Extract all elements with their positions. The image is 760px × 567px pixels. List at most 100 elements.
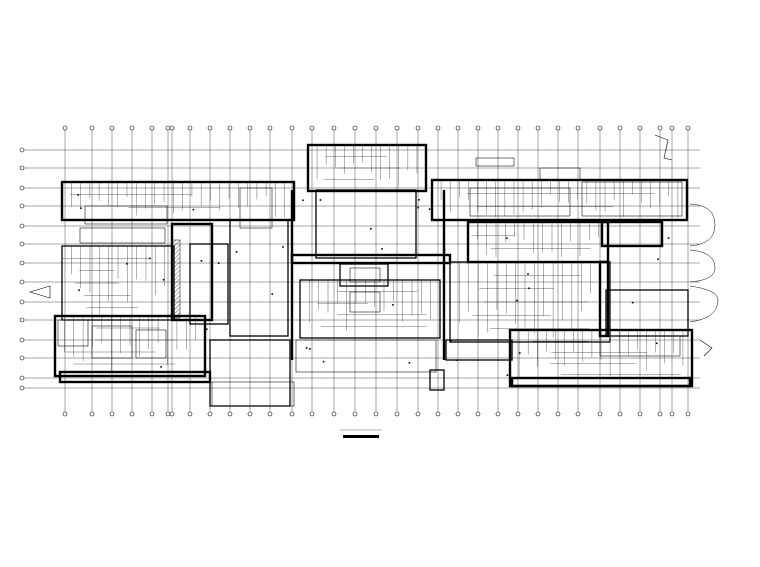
axis-bubble-top-32 bbox=[669, 125, 675, 131]
axis-bubble-bottom-20 bbox=[435, 411, 441, 417]
fixture-20 bbox=[455, 359, 458, 361]
axis-bubble-top-8 bbox=[187, 125, 193, 131]
axis-bubble-top-12 bbox=[267, 125, 273, 131]
fixture-12 bbox=[126, 262, 128, 265]
axis-bubble-top-20 bbox=[435, 125, 441, 131]
axis-bubble-bottom-10 bbox=[227, 411, 233, 417]
axis-bubble-left-5 bbox=[19, 223, 25, 229]
fixture-15 bbox=[518, 352, 521, 354]
fixture-33 bbox=[443, 248, 446, 251]
axis-bubble-top-1 bbox=[62, 125, 68, 131]
fixture-26 bbox=[667, 237, 670, 239]
axis-bubble-left-12 bbox=[19, 355, 25, 361]
axis-bubble-top-28 bbox=[597, 125, 603, 131]
axis-bubble-bottom-30 bbox=[637, 411, 643, 417]
fixture-18 bbox=[206, 328, 208, 331]
axis-bubble-top-16 bbox=[352, 125, 358, 131]
fixture-21 bbox=[657, 258, 659, 261]
fixture-29 bbox=[450, 340, 452, 342]
axis-bubble-top-14 bbox=[309, 125, 315, 131]
fixture-8 bbox=[381, 248, 383, 250]
axis-bubble-bottom-16 bbox=[352, 411, 358, 417]
fixture-10 bbox=[527, 273, 529, 275]
axis-bubble-bottom-11 bbox=[247, 411, 253, 417]
axis-bubble-top-9 bbox=[207, 125, 213, 131]
axis-bubble-top-29 bbox=[617, 125, 623, 131]
axis-bubble-bottom-24 bbox=[515, 411, 521, 417]
axis-bubble-left-1 bbox=[19, 147, 25, 153]
axis-bubble-top-11 bbox=[247, 125, 253, 131]
axis-bubble-bottom-9 bbox=[207, 411, 213, 417]
axis-bubble-top-26 bbox=[555, 125, 561, 131]
axis-bubble-top-5 bbox=[149, 125, 155, 131]
axis-bubble-bottom-21 bbox=[455, 411, 461, 417]
fixture-17 bbox=[235, 251, 238, 253]
axis-bubble-bottom-13 bbox=[289, 411, 295, 417]
axis-bubble-left-2 bbox=[19, 165, 25, 171]
axis-bubble-top-31 bbox=[657, 125, 663, 131]
fixture-28 bbox=[160, 366, 162, 368]
axis-bubble-left-10 bbox=[19, 317, 25, 323]
right-bracket-lines bbox=[689, 203, 719, 323]
axis-bubble-top-23 bbox=[495, 125, 501, 131]
fixture-34 bbox=[271, 293, 274, 295]
fixture-23 bbox=[319, 199, 322, 201]
north-arrow-left bbox=[28, 285, 51, 299]
axis-bubble-bottom-17 bbox=[373, 411, 379, 417]
fixture-14 bbox=[80, 207, 82, 210]
fixture-30 bbox=[505, 237, 508, 239]
axis-bubble-left-9 bbox=[19, 299, 25, 305]
fixture-11 bbox=[408, 362, 411, 364]
fixture-31 bbox=[428, 208, 431, 210]
fixture-13 bbox=[200, 260, 203, 262]
axis-bubble-bottom-33 bbox=[685, 411, 691, 417]
fixture-16 bbox=[78, 289, 80, 291]
fixture-32 bbox=[506, 374, 509, 376]
axis-bubble-bottom-31 bbox=[657, 411, 663, 417]
axis-bubble-left-3 bbox=[19, 185, 25, 191]
fixture-9 bbox=[77, 194, 79, 196]
axis-bubble-bottom-14 bbox=[309, 411, 315, 417]
axis-bubble-left-14 bbox=[19, 385, 25, 391]
axis-bubble-bottom-19 bbox=[415, 411, 421, 417]
vertical-axis-lines bbox=[64, 130, 689, 412]
room-partitions bbox=[62, 145, 684, 378]
fixture-2 bbox=[309, 348, 311, 350]
axis-bubble-left-4 bbox=[19, 203, 25, 209]
axis-bubble-bottom-25 bbox=[535, 411, 541, 417]
fixture-36 bbox=[305, 347, 308, 349]
fixture-37 bbox=[528, 287, 530, 290]
fixture-22 bbox=[655, 342, 658, 345]
axis-bubble-top-3 bbox=[109, 125, 115, 131]
axis-bubble-left-8 bbox=[19, 279, 25, 285]
axis-bubble-top-7 bbox=[169, 125, 175, 131]
axis-bubble-bottom-12 bbox=[267, 411, 273, 417]
axis-bubble-bottom-3 bbox=[109, 411, 115, 417]
axis-bubble-top-22 bbox=[475, 125, 481, 131]
section-mark-right bbox=[654, 134, 713, 357]
fixture-40 bbox=[149, 257, 151, 260]
axis-bubble-top-2 bbox=[89, 125, 95, 131]
axis-bubble-bottom-6 bbox=[165, 411, 171, 417]
axis-bubble-top-13 bbox=[289, 125, 295, 131]
axis-bubble-top-19 bbox=[415, 125, 421, 131]
fixture-5 bbox=[418, 199, 420, 201]
axis-bubble-top-18 bbox=[394, 125, 400, 131]
fixture-7 bbox=[217, 262, 220, 265]
left-wing bbox=[53, 180, 296, 407]
axis-bubble-top-27 bbox=[575, 125, 581, 131]
fixture-39 bbox=[302, 199, 304, 202]
fixture-25 bbox=[516, 299, 518, 302]
axis-bubble-bottom-7 bbox=[169, 411, 175, 417]
axis-bubble-bottom-2 bbox=[89, 411, 95, 417]
fixture-35 bbox=[417, 206, 419, 209]
axis-bubble-top-21 bbox=[455, 125, 461, 131]
fixture-24 bbox=[192, 208, 195, 211]
title-bar bbox=[343, 435, 379, 438]
fixture-19 bbox=[370, 227, 372, 230]
axis-bubble-bottom-8 bbox=[187, 411, 193, 417]
right-wing bbox=[430, 157, 694, 388]
fixture-38 bbox=[392, 304, 394, 306]
axis-bubble-top-24 bbox=[515, 125, 521, 131]
